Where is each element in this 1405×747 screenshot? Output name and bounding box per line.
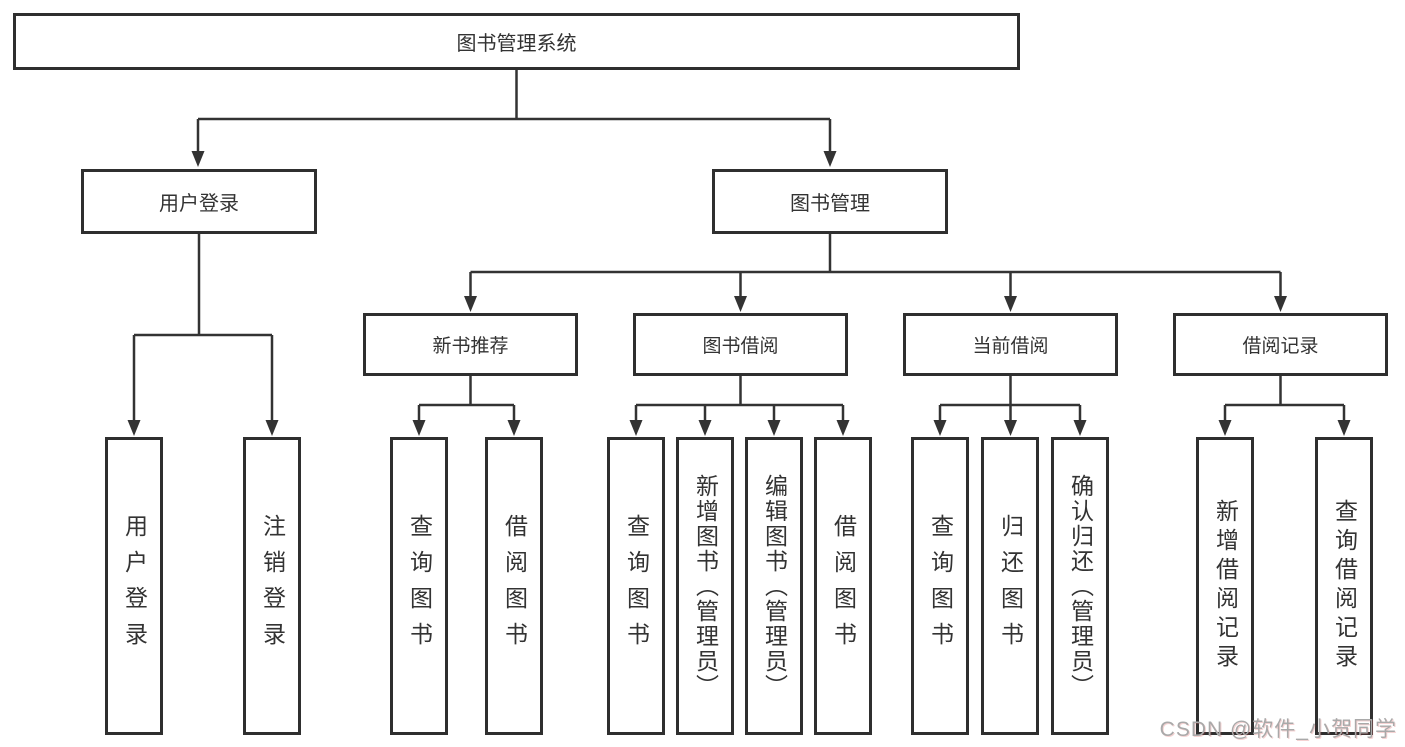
node-library-system-label: 图书管理系统	[456, 33, 577, 55]
leaf-borrow-query-book: 查询图书	[607, 437, 665, 735]
leaf-query-borrow-record-label: 查询借阅记录	[1331, 499, 1358, 673]
leaf-return-book-label: 归还图书	[997, 514, 1024, 658]
leaf-edit-book-admin-label: 编辑图书（管理员）	[761, 473, 788, 699]
node-borrow-records: 借阅记录	[1173, 313, 1388, 376]
leaf-recommend-borrow-book-label: 借阅图书	[501, 514, 528, 658]
leaf-borrow-book: 借阅图书	[814, 437, 872, 735]
node-book-management-label: 图书管理	[790, 193, 870, 215]
leaf-edit-book-admin: 编辑图书（管理员）	[745, 437, 803, 735]
leaf-borrow-query-book-label: 查询图书	[623, 514, 650, 658]
node-current-borrow-label: 当前借阅	[972, 336, 1049, 357]
leaf-add-book-admin: 新增图书（管理员）	[676, 437, 734, 735]
leaf-recommend-query-book-label: 查询图书	[406, 514, 433, 658]
leaf-logout: 注销登录	[243, 437, 301, 735]
node-book-borrow: 图书借阅	[633, 313, 848, 376]
leaf-confirm-return-admin: 确认归还（管理员）	[1051, 437, 1109, 735]
leaf-borrow-book-label: 借阅图书	[830, 514, 857, 658]
leaf-return-book: 归还图书	[981, 437, 1039, 735]
leaf-user-login-label: 用户登录	[121, 514, 148, 658]
leaf-user-login: 用户登录	[105, 437, 163, 735]
leaf-recommend-borrow-book: 借阅图书	[485, 437, 543, 735]
csdn-watermark: CSDN @软件_小贺同学	[1159, 718, 1397, 741]
node-new-book-recommend: 新书推荐	[363, 313, 578, 376]
node-library-system: 图书管理系统	[13, 13, 1020, 70]
leaf-add-borrow-record: 新增借阅记录	[1196, 437, 1254, 735]
leaf-current-query-book-label: 查询图书	[927, 514, 954, 658]
node-user-login: 用户登录	[81, 169, 317, 234]
node-book-borrow-label: 图书借阅	[702, 336, 779, 357]
node-book-management: 图书管理	[712, 169, 948, 234]
leaf-add-borrow-record-label: 新增借阅记录	[1212, 499, 1239, 673]
leaf-query-borrow-record: 查询借阅记录	[1315, 437, 1373, 735]
node-current-borrow: 当前借阅	[903, 313, 1118, 376]
node-new-book-recommend-label: 新书推荐	[432, 336, 509, 357]
node-borrow-records-label: 借阅记录	[1242, 336, 1319, 357]
leaf-confirm-return-admin-label: 确认归还（管理员）	[1067, 473, 1094, 699]
leaf-recommend-query-book: 查询图书	[390, 437, 448, 735]
leaf-add-book-admin-label: 新增图书（管理员）	[692, 473, 719, 699]
leaf-current-query-book: 查询图书	[911, 437, 969, 735]
node-user-login-label: 用户登录	[159, 193, 239, 215]
leaf-logout-label: 注销登录	[259, 514, 286, 658]
